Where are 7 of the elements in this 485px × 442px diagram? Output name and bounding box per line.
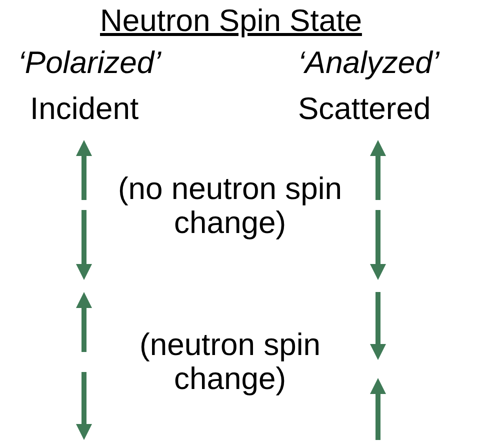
transition-note: (no neutron spin change) (116, 172, 344, 240)
column-heading: ‘Analyzed’ (298, 46, 440, 80)
transition-note: (neutron spin change) (138, 328, 322, 396)
column-heading: Incident (30, 92, 139, 126)
title: Neutron Spin State (100, 4, 362, 38)
column-heading: ‘Polarized’ (18, 46, 162, 80)
column-heading: Scattered (298, 92, 431, 126)
